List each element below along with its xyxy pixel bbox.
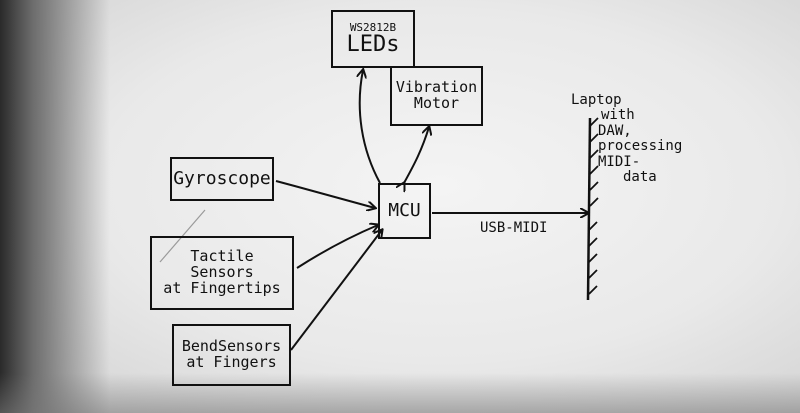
bendsensors-label: BendSensors [181,337,282,356]
laptop-line-5: MIDI- [598,153,641,170]
leds-box: WS2812B LEDs [331,10,415,68]
vibration-label: Vibration [395,78,478,97]
laptop-label: Laptop with DAW, processing MIDI- data [571,92,683,185]
tactile-label: Tactile [190,247,254,266]
bend-sensors-box: BendSensors at Fingers [172,324,291,386]
laptop-line-1: Laptop [571,92,622,108]
usb-midi-label: USB-MIDI [480,220,548,236]
arrow-mcu-to-vibration [404,127,429,183]
leds-part-label: WS2812B [349,20,397,34]
laptop-bar [586,117,592,301]
arrow-bend-to-mcu [290,230,382,351]
leds-label: LEDs [346,32,400,58]
mcu-label: MCU [388,199,421,221]
arrow-tactile-to-mcu [296,225,378,269]
laptop-line-6: data [623,168,657,185]
mcu-box: MCU [378,183,431,239]
at-fingers-label: at Fingers [186,353,277,371]
laptop-line-2: with [601,107,635,124]
whiteboard-shadow-bottom [0,373,800,413]
tactile-sensors-box: Tactile Sensors at Fingertips [150,236,294,310]
laptop-line-3: DAW, [598,122,632,139]
laptop-bar-hatching [588,117,599,295]
arrow-mcu-to-leds [360,70,381,184]
vibration-motor-box: Vibration Motor [390,66,483,126]
gyroscope-label: Gyroscope [173,167,271,189]
laptop-line-4: processing [598,138,683,155]
arrow-gyroscope-to-mcu [275,180,375,208]
gyroscope-box: Gyroscope [170,157,274,201]
sensors-label: Sensors [190,263,254,282]
motor-label: Motor [413,94,460,112]
at-fingertips-label: at Fingertips [163,278,281,297]
whiteboard-shadow-left [0,0,110,413]
